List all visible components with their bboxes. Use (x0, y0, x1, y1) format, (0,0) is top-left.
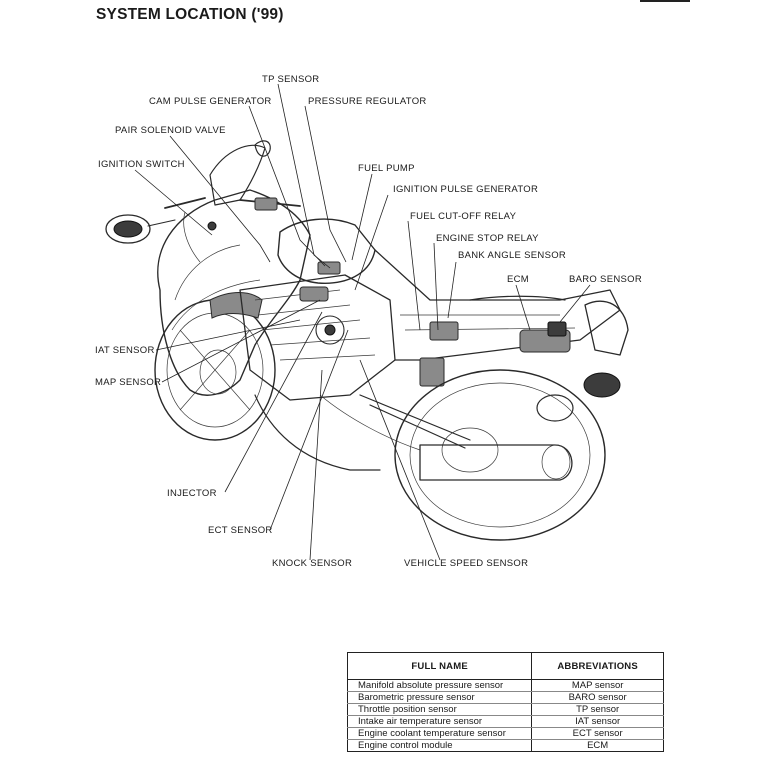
label-iat-sensor: IAT SENSOR (95, 345, 155, 356)
full-name-cell: Barometric pressure sensor (346, 691, 533, 704)
table-row: Engine coolant temperature sensor ECT se… (346, 727, 664, 740)
table-row: Manifold absolute pressure sensor MAP se… (346, 679, 664, 692)
lower-cowl (254, 394, 381, 471)
abbreviations-table: FULL NAME ABBREVIATIONS Manifold absolut… (346, 652, 664, 752)
label-knock-sensor: KNOCK SENSOR (272, 558, 352, 569)
full-name-cell: Throttle position sensor (346, 703, 533, 716)
front-wheel (154, 299, 276, 441)
abbreviation-cell: MAP sensor (531, 679, 664, 692)
label-ecm: ECM (507, 274, 529, 285)
page-title: SYSTEM LOCATION ('99) (96, 6, 284, 23)
label-pressure-regulator: PRESSURE REGULATOR (308, 96, 427, 107)
abbreviation-cell: IAT sensor (531, 715, 664, 728)
full-name-cell: Manifold absolute pressure sensor (346, 679, 533, 692)
top-rule (640, 0, 690, 2)
exhaust-muffler (319, 394, 573, 481)
label-bank-angle-sensor: BANK ANGLE SENSOR (458, 250, 566, 261)
full-name-cell: Engine control module (346, 739, 533, 752)
label-fuel-pump: FUEL PUMP (358, 163, 415, 174)
handlebars (164, 197, 301, 263)
abbreviation-cell: BARO sensor (531, 691, 664, 704)
label-vehicle-speed-sensor: VEHICLE SPEED SENSOR (404, 558, 528, 569)
label-ignition-pulse-generator: IGNITION PULSE GENERATOR (393, 184, 538, 195)
table-row: Throttle position sensor TP sensor (346, 703, 664, 716)
table-row: Engine control module ECM (346, 739, 664, 752)
rear-wheel (394, 369, 606, 541)
abbreviation-cell: ECM (531, 739, 664, 752)
windscreen (209, 144, 266, 206)
full-name-cell: Intake air temperature sensor (346, 715, 533, 728)
label-ect-sensor: ECT SENSOR (208, 525, 273, 536)
motorcycle-illustration (105, 140, 629, 541)
label-cam-pulse-generator: CAM PULSE GENERATOR (149, 96, 272, 107)
label-tp-sensor: TP SENSOR (262, 74, 319, 85)
taillight (536, 300, 629, 422)
label-map-sensor: MAP SENSOR (95, 377, 161, 388)
mirrors (105, 140, 271, 244)
table-row: Barometric pressure sensor BARO sensor (346, 691, 664, 704)
leader-lines (134, 83, 591, 561)
callout-labels: TP SENSOR CAM PULSE GENERATOR PRESSURE R… (95, 74, 642, 569)
label-injector: INJECTOR (167, 488, 217, 499)
swing-arm (359, 394, 471, 449)
full-name-cell: Engine coolant temperature sensor (346, 727, 533, 740)
label-ignition-switch: IGNITION SWITCH (98, 159, 185, 170)
engine-block (239, 261, 396, 401)
abbreviation-cell: TP sensor (531, 703, 664, 716)
header-abbreviations: ABBREVIATIONS (531, 652, 664, 680)
front-fairing (157, 189, 311, 396)
label-pair-solenoid-valve: PAIR SOLENOID VALVE (115, 125, 226, 136)
table-header-row: FULL NAME ABBREVIATIONS (346, 652, 664, 680)
abbreviation-cell: ECT sensor (531, 727, 664, 740)
label-baro-sensor: BARO SENSOR (569, 274, 642, 285)
label-engine-stop-relay: ENGINE STOP RELAY (436, 233, 539, 244)
frame-and-tail (374, 249, 621, 387)
label-fuel-cut-off-relay: FUEL CUT-OFF RELAY (410, 211, 517, 222)
table-row: Intake air temperature sensor IAT sensor (346, 715, 664, 728)
header-full-name: FULL NAME (346, 652, 533, 680)
